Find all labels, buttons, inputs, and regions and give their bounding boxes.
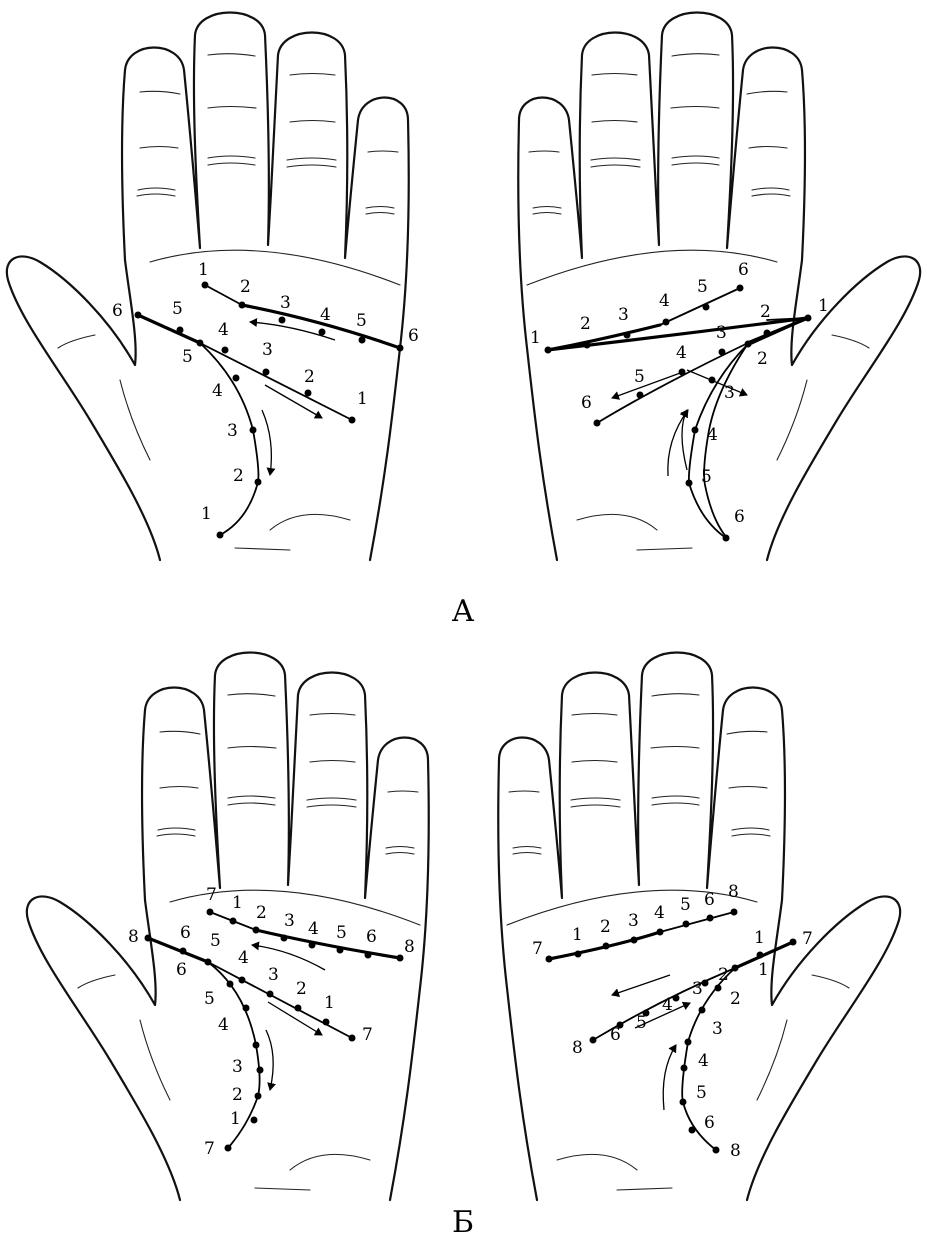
label: 1	[754, 928, 765, 948]
label: 1	[230, 1109, 241, 1129]
label: 3	[712, 1019, 723, 1039]
hand-b-right: 7 1 2 3 4 5 6 8 8 6 5 4 3 2 1 7 1 2 3 4 …	[498, 653, 900, 1201]
label: 5	[356, 311, 367, 331]
label: 6	[366, 927, 377, 947]
label: 1	[357, 389, 368, 409]
label: 4	[698, 1051, 709, 1071]
label: 6	[704, 1113, 715, 1133]
label: 4	[662, 995, 673, 1015]
label: 6	[176, 960, 187, 980]
label: 5	[696, 1083, 707, 1103]
label: 1	[758, 960, 769, 980]
label: 3	[618, 305, 629, 325]
life-line-labels: 5 4 3 2 1	[182, 347, 244, 524]
label: 8	[404, 937, 415, 957]
label: 3	[716, 323, 727, 343]
label: 6	[112, 301, 123, 321]
label: 4	[320, 305, 331, 325]
label: 5	[636, 1013, 647, 1033]
label: 3	[227, 421, 238, 441]
label: 8	[128, 927, 139, 947]
caption-b: Б	[452, 1205, 474, 1240]
label: 3	[262, 340, 273, 360]
label: 2	[240, 277, 251, 297]
label: 6	[734, 507, 745, 527]
label: 7	[206, 885, 217, 905]
label: 6	[704, 890, 715, 910]
heart-line-labels: 1 2 3 4 5 6	[198, 260, 419, 346]
label: 2	[232, 1085, 243, 1105]
label: 5	[172, 299, 183, 319]
label: 3	[692, 979, 703, 999]
label: 5	[182, 347, 193, 367]
label: 8	[730, 1141, 741, 1161]
label: 4	[218, 1015, 229, 1035]
label: 3	[280, 293, 291, 313]
label: 8	[728, 882, 739, 902]
label: 1	[572, 925, 583, 945]
hand-a-right: 1 2 3 4 5 6 1 2 3 4 5 6 2 3 4 5 6	[518, 13, 920, 561]
label: 2	[600, 917, 611, 937]
label: 4	[676, 343, 687, 363]
label: 6	[408, 326, 419, 346]
label: 7	[204, 1139, 215, 1159]
label: 4	[212, 381, 223, 401]
label: 1	[818, 296, 829, 316]
label: 3	[232, 1057, 243, 1077]
hand-a-left: 1 2 3 4 5 6 1 2 3 4 5 6 5 4 3 2 1	[7, 13, 419, 561]
label: 8	[572, 1038, 583, 1058]
label: 2	[580, 314, 591, 334]
label: 3	[724, 383, 735, 403]
label: 2	[233, 466, 244, 486]
life-line-labels: 1 2 3 4 5 6 8	[696, 960, 769, 1161]
label: 6	[581, 393, 592, 413]
label: 5	[697, 277, 708, 297]
label: 4	[707, 425, 718, 445]
label: 7	[362, 1025, 373, 1045]
label: 2	[256, 903, 267, 923]
label: 6	[738, 260, 749, 280]
label: 4	[659, 291, 670, 311]
label: 4	[218, 320, 229, 340]
hand-b-left: 7 1 2 3 4 5 6 8 8 6 5 4 3 2 1 7 6 5 4 3 …	[27, 653, 429, 1201]
label: 7	[802, 929, 813, 949]
label: 6	[610, 1025, 621, 1045]
label: 4	[238, 948, 249, 968]
life-line-labels: 2 3 4 5 6	[701, 349, 768, 527]
label: 2	[760, 302, 771, 322]
life-line-labels: 6 5 4 3 2 1 7	[176, 960, 243, 1159]
label: 5	[701, 467, 712, 487]
label: 3	[268, 965, 279, 985]
label: 5	[680, 895, 691, 915]
label: 3	[628, 911, 639, 931]
label: 1	[198, 260, 209, 280]
caption-a: А	[452, 594, 475, 629]
label: 1	[201, 504, 212, 524]
heart-line-points	[202, 282, 404, 352]
label: 1	[324, 993, 335, 1013]
label: 2	[718, 965, 729, 985]
label: 5	[204, 989, 215, 1009]
label: 7	[532, 939, 543, 959]
label: 1	[530, 328, 541, 348]
label: 5	[210, 931, 221, 951]
label: 4	[308, 919, 319, 939]
label: 5	[336, 923, 347, 943]
label: 2	[304, 367, 315, 387]
label: 3	[284, 911, 295, 931]
label: 4	[654, 903, 665, 923]
label: 5	[634, 367, 645, 387]
label: 2	[296, 979, 307, 999]
label: 2	[730, 989, 741, 1009]
label: 2	[757, 349, 768, 369]
label: 1	[232, 893, 243, 913]
label: 6	[180, 923, 191, 943]
